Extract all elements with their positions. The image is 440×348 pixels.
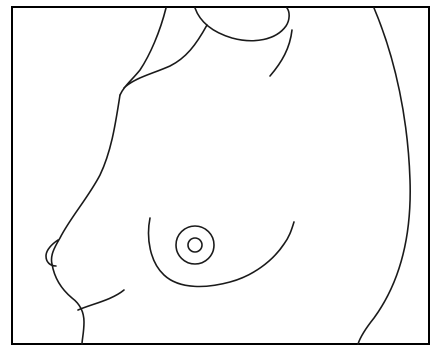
raised-arm-lower-edge <box>120 8 166 95</box>
raised-arm-upper-edge <box>195 8 289 41</box>
breast-lower-contour <box>78 290 124 310</box>
areola-inner-ring <box>188 238 202 252</box>
breast-underside-curve <box>149 218 294 286</box>
diagram-border-frame <box>12 7 429 344</box>
back-contour <box>358 8 410 344</box>
areola-outer-ring <box>176 226 214 264</box>
armpit-crease <box>124 25 207 88</box>
